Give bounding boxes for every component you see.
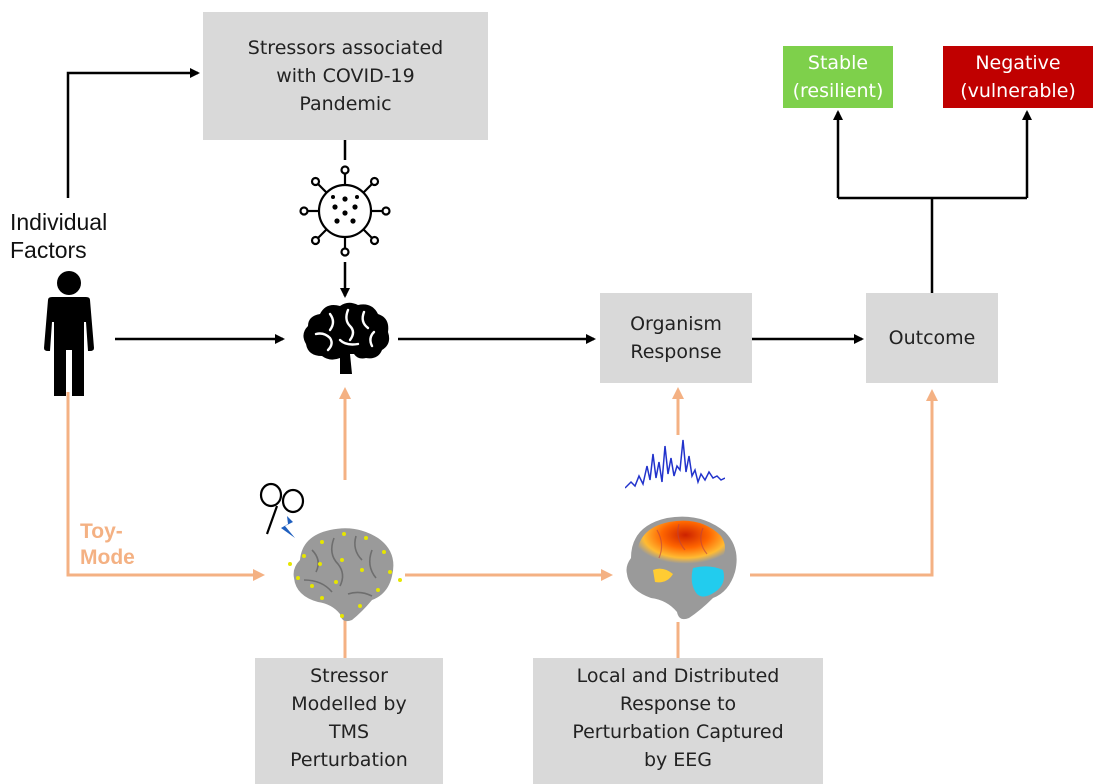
individual-factors-label: Individual Factors <box>10 209 108 263</box>
toy-mode-label: Toy- Mode <box>80 520 135 569</box>
local-response-box: Local and Distributed Response to Pertur… <box>533 658 823 784</box>
activation-brain-icon <box>626 516 737 620</box>
person-icon <box>44 271 94 396</box>
stressor-tms-box: Stressor Modelled by TMS Perturbation <box>255 658 443 784</box>
virus-icon <box>299 165 391 257</box>
arrow-toy-to-tms-brain <box>66 392 265 581</box>
organism-response-box: Organism Response <box>600 293 752 383</box>
tms-brain-icon <box>288 528 402 622</box>
outcome-box: Outcome <box>866 293 998 383</box>
negative-outcome-box: Negative (vulnerable) <box>943 46 1093 108</box>
stable-outcome-box: Stable (resilient) <box>783 46 893 108</box>
arrow-factors-to-stressors <box>66 68 200 198</box>
tms-coil-icon <box>259 482 305 538</box>
brain-icon <box>303 302 390 374</box>
eeg-trace-icon <box>625 439 725 489</box>
connector-outcome-branch <box>838 196 1027 293</box>
arrow-eeg-brain-to-outcome <box>750 389 938 577</box>
stressors-box: Stressors associated with COVID-19 Pande… <box>203 12 488 140</box>
